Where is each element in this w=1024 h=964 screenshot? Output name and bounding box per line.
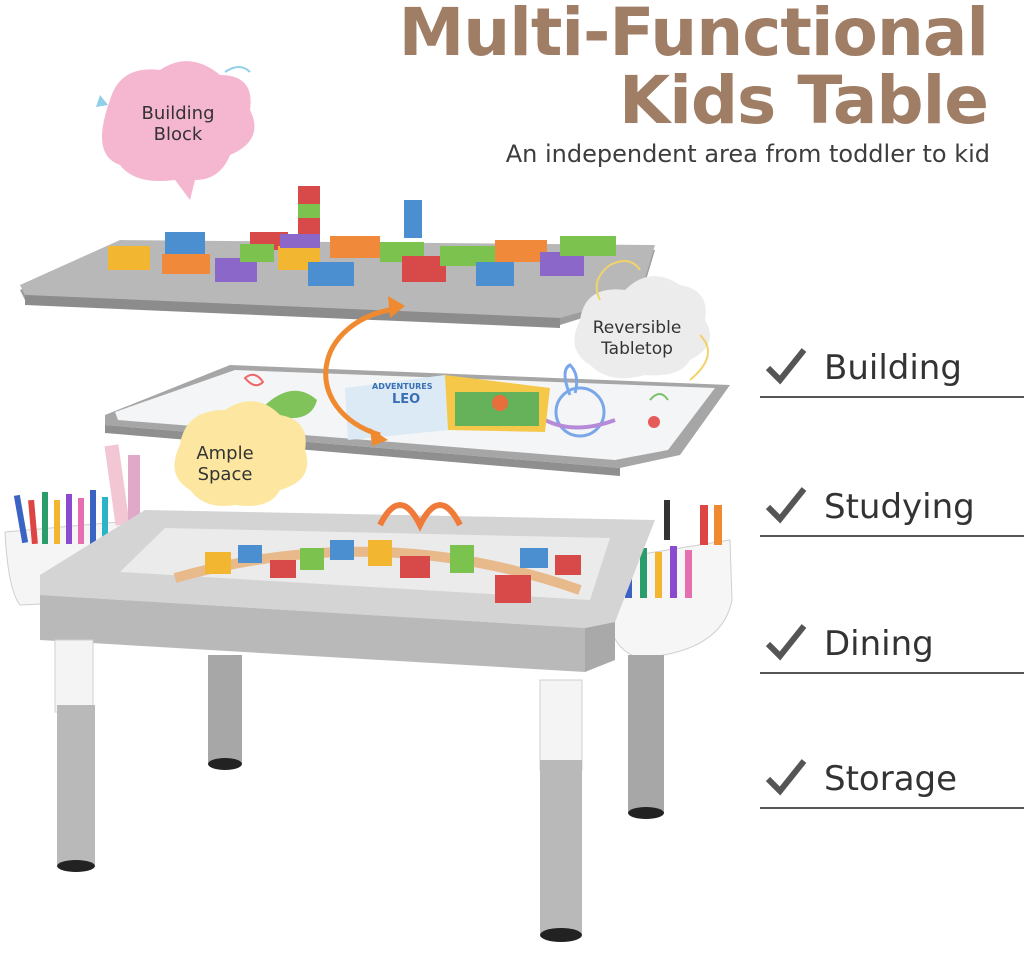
feature-studying: Studying xyxy=(760,475,1024,537)
ample-space-label: Ample Space xyxy=(185,443,265,485)
headline-line-1: Multi-Functional xyxy=(398,0,989,71)
reversible-cloud xyxy=(574,260,710,381)
tray-toys xyxy=(173,502,582,603)
check-icon xyxy=(765,348,807,385)
building-block-line-2: Block xyxy=(153,124,203,145)
reversible-line-2: Tabletop xyxy=(601,339,673,359)
building-block-cloud xyxy=(96,61,255,200)
toy-bricks xyxy=(108,186,616,286)
feature-storage: Storage xyxy=(760,747,1024,809)
feature-label: Dining xyxy=(824,624,934,664)
storybook xyxy=(345,375,550,440)
left-pens xyxy=(13,444,140,545)
feature-dining: Dining xyxy=(760,612,1024,674)
feature-label: Studying xyxy=(824,487,975,527)
building-block-line-1: Building xyxy=(141,103,215,124)
check-icon xyxy=(765,759,807,796)
building-block-label: Building Block xyxy=(128,103,228,145)
reversible-label: Reversible Tabletop xyxy=(582,318,692,360)
ample-space-line-2: Space xyxy=(197,464,253,485)
check-icon xyxy=(765,487,807,524)
feature-label: Storage xyxy=(824,759,958,799)
book-title-line-2: LEO xyxy=(392,392,421,407)
swap-arrows xyxy=(323,296,405,446)
subtitle: An independent area from toddler to kid xyxy=(505,140,990,168)
feature-building: Building xyxy=(760,336,1024,398)
feature-label: Building xyxy=(824,348,962,388)
ample-space-line-1: Ample xyxy=(196,443,254,464)
book-title-line-1: ADVENTURES xyxy=(372,382,433,391)
reversible-line-1: Reversible xyxy=(592,318,682,338)
headline-line-2: Kids Table xyxy=(619,62,989,139)
ample-space-cloud xyxy=(174,401,308,506)
check-icon xyxy=(765,624,807,661)
table-tray xyxy=(40,510,655,672)
table-legs xyxy=(54,639,664,942)
